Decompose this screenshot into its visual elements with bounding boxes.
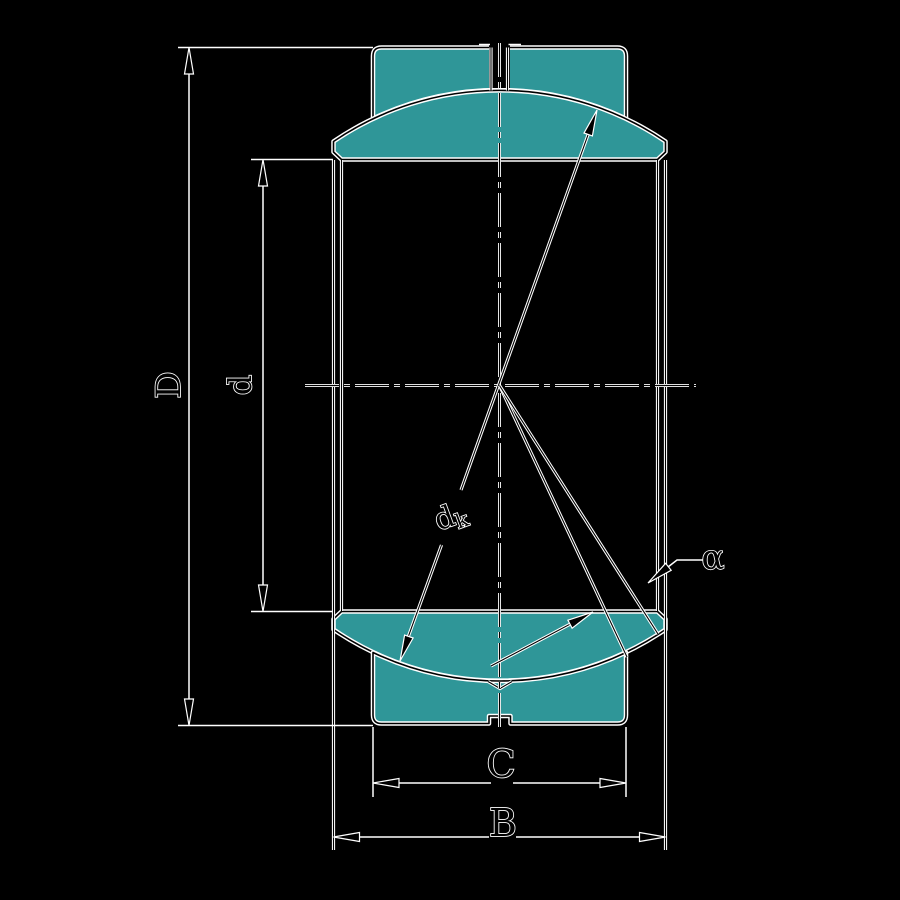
angle-alpha: α	[490, 384, 725, 668]
label-inner-ring-width-B: B	[489, 801, 517, 845]
arrowhead-C-right	[599, 777, 627, 789]
arrowhead-d-bottom	[257, 584, 269, 612]
label-bore-diameter-d: d	[221, 375, 259, 395]
label-outer-diameter-D: D	[149, 371, 189, 398]
label-tilt-angle-alpha: α	[702, 538, 725, 578]
arrowhead-d-top	[257, 159, 269, 187]
arrowhead-C-left	[372, 777, 400, 789]
dimension-C: C	[372, 727, 627, 797]
label-outer-ring-width-C: C	[486, 742, 515, 786]
arrowhead-B-left	[333, 831, 361, 843]
arrowhead-B-right	[638, 831, 666, 843]
arrowhead-D-top	[183, 47, 195, 75]
dimension-D: D	[148, 46, 373, 727]
countersink-mark-bottom	[487, 680, 513, 691]
arrowhead-dk-upper	[583, 109, 598, 137]
arrowhead-dk-lower	[399, 634, 414, 662]
dimension-B: B	[333, 800, 666, 846]
dimension-d: d	[220, 158, 333, 613]
arrowhead-alpha-lower	[567, 611, 594, 630]
arrowhead-alpha-upper	[647, 562, 673, 584]
arrowhead-D-bottom	[183, 698, 195, 726]
leader-line-alpha	[667, 559, 703, 568]
